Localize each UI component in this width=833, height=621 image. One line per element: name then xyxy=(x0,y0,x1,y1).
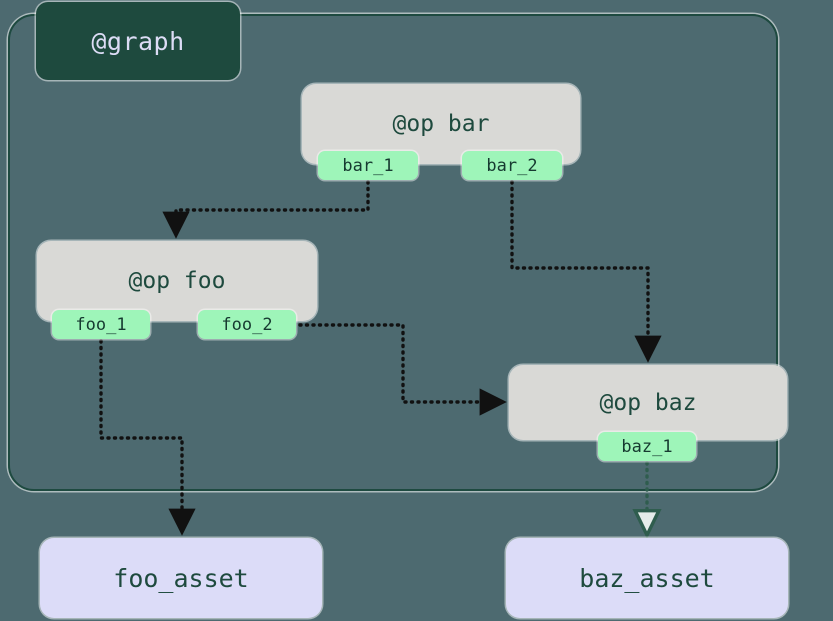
asset-node-baz-asset-label: baz_asset xyxy=(579,563,715,593)
op-node-foo[interactable]: @op foo xyxy=(37,241,317,321)
graph-label[interactable]: @graph xyxy=(36,2,240,80)
op-node-baz-label: @op baz xyxy=(599,389,697,416)
op-node-bar[interactable]: @op bar xyxy=(302,84,580,164)
port-foo-2[interactable]: foo_2 xyxy=(198,310,296,339)
port-bar-1[interactable]: bar_1 xyxy=(318,151,418,180)
op-node-baz[interactable]: @op baz xyxy=(509,365,787,440)
asset-node-foo-asset-label: foo_asset xyxy=(113,563,249,593)
port-foo-1[interactable]: foo_1 xyxy=(52,310,150,339)
op-node-foo-label: @op foo xyxy=(128,268,226,294)
asset-node-baz-asset[interactable]: baz_asset xyxy=(506,538,788,618)
op-node-bar-label: @op bar xyxy=(392,111,490,137)
asset-node-foo-asset[interactable]: foo_asset xyxy=(40,538,322,618)
port-bar-2[interactable]: bar_2 xyxy=(462,151,562,180)
port-baz-1[interactable]: baz_1 xyxy=(598,432,696,461)
graph-container[interactable] xyxy=(8,14,778,491)
